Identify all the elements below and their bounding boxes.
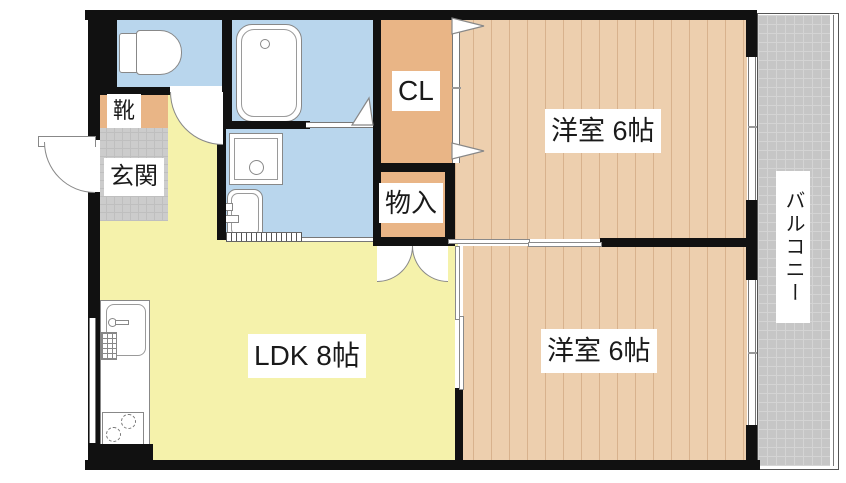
ldk-label-text: LDK 8帖 [254,340,360,371]
wall-room-divider [600,238,757,247]
western-room-bottom-label: 洋室 6帖 [541,329,657,373]
balcony-rail-line [833,15,834,466]
wall-ldk-room-lower [455,388,463,462]
shoe-cabinet-label-text: 靴 [113,98,136,123]
ldk-label: LDK 8帖 [248,334,366,378]
stove-burner-left-icon [106,427,121,442]
wall-closet-storage-divider [373,163,455,172]
entrance-label: 玄関 [104,158,164,196]
washroom-accordion-door [226,232,302,242]
closet-label-text: CL [398,75,434,106]
storage-label: 物入 [379,183,444,223]
closet-door-tick [452,87,461,89]
balcony-outline [757,13,839,470]
entrance-label-text: 玄関 [110,163,158,190]
wall-left-upper [88,10,100,142]
wall-bottom-left-corner [88,444,153,462]
kitchen-drain-grid-icon [101,332,117,360]
washroom-partition-line [302,237,373,242]
wall-right-low [746,425,757,470]
balcony-label: バルコニー [776,171,810,323]
wall-right-mid [746,200,757,280]
wall-top [85,10,757,20]
wall-storage-bottom [373,237,455,246]
rooms-sliding-panel-1 [448,239,530,244]
bath-door-track [306,122,373,128]
bathtub-drain-icon [260,39,270,49]
closet-label: CL [392,71,440,111]
wall-storage-right [445,163,455,246]
washbasin-inner-icon [231,193,259,236]
window-top-room-tick [748,126,757,128]
western-room-top-label: 洋室 6帖 [545,109,661,153]
western-room-top-label-text: 洋室 6帖 [551,115,655,146]
stove-burner-right-icon [121,414,136,429]
rooms-sliding-panel-2 [528,242,602,247]
wall-hall-washroom [217,88,226,240]
closet-door-track [452,20,460,163]
window-bottom-room-tick [748,352,757,354]
ldk-room-sliding-panel-1 [455,246,460,320]
balcony-label-text: バルコニー [782,189,804,305]
toilet-bowl-icon [136,30,182,75]
wall-right-top [746,10,757,57]
wall-bath-bottom [222,121,310,129]
wall-toilet-bottom [88,87,170,95]
kitchen-faucet-bar-icon [115,320,129,325]
entrance-door-swing-arc [44,142,95,193]
shoe-cabinet-label: 靴 [107,94,142,128]
window-top-room [748,57,756,200]
storage-label-text: 物入 [385,188,438,218]
wall-bottom [85,460,760,470]
window-kitchen [89,318,96,443]
toilet-door-opening [170,86,222,94]
western-room-bottom-label-text: 洋室 6帖 [547,335,651,366]
wall-washroom-right [373,13,381,246]
wall-toilet-shaft [100,13,117,95]
wall-toilet-bath [222,13,232,125]
washing-machine-drain-icon [249,160,264,175]
ldk-room-sliding-panel-2 [459,316,464,390]
